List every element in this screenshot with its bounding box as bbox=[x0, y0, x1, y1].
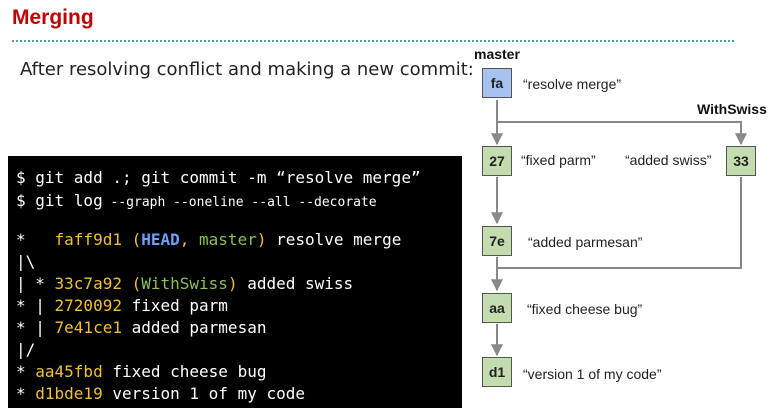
command-flags: --graph --oneline --all --decorate bbox=[102, 195, 377, 210]
ref-open: ( bbox=[121, 230, 142, 249]
slide-subtitle: After resolving conflict and making a ne… bbox=[20, 59, 474, 80]
commit-node-aa: aa bbox=[482, 293, 512, 323]
command-text: $ git log bbox=[16, 191, 103, 210]
commit-label-fa: “resolve merge” bbox=[523, 76, 622, 92]
log-graph: * bbox=[16, 230, 55, 249]
commit-message: added swiss bbox=[237, 274, 354, 293]
slide-title: Merging bbox=[12, 6, 94, 29]
log-graph: * | bbox=[16, 318, 55, 337]
commit-node-7e: 7e bbox=[482, 226, 512, 256]
log-line: * aa45fbd fixed cheese bug bbox=[16, 362, 266, 381]
commit-hash: 7e41ce1 bbox=[54, 318, 122, 337]
commit-message: added parmesan bbox=[121, 318, 267, 337]
ref-separator: , bbox=[179, 230, 200, 249]
terminal-window: $ git add .; git commit -m “resolve merg… bbox=[8, 156, 462, 408]
commit-message: version 1 of my code bbox=[102, 384, 305, 403]
commit-label-33: “added swiss” bbox=[625, 152, 712, 168]
log-line: * faff9d1 (HEAD, master) resolve merge bbox=[16, 230, 401, 249]
log-line: * | 2720092 fixed parm bbox=[16, 296, 228, 315]
commit-hash: aa45fbd bbox=[35, 362, 103, 381]
branch-label-withswiss: WithSwiss bbox=[697, 101, 767, 117]
edge-33-aa bbox=[497, 177, 742, 269]
commit-message: resolve merge bbox=[266, 230, 402, 249]
commit-node-d1: d1 bbox=[482, 357, 512, 387]
commit-hash: d1bde19 bbox=[35, 384, 103, 403]
ref-open: ( bbox=[121, 274, 142, 293]
ref-head: HEAD bbox=[141, 230, 180, 249]
command-text: $ git add .; git commit -m “resolve merg… bbox=[16, 168, 421, 187]
title-divider bbox=[12, 40, 734, 42]
log-graph: * bbox=[16, 362, 36, 381]
log-line: |/ bbox=[16, 340, 35, 359]
commit-label-d1: “version 1 of my code” bbox=[523, 366, 662, 382]
log-graph: | * bbox=[16, 274, 55, 293]
commit-hash: 2720092 bbox=[54, 296, 122, 315]
terminal-command-line: $ git log --graph --oneline --all --deco… bbox=[16, 191, 377, 210]
commit-hash: 33c7a92 bbox=[54, 274, 122, 293]
commit-message: fixed parm bbox=[121, 296, 228, 315]
commit-label-7e: “added parmesan” bbox=[528, 234, 643, 250]
commit-label-27: “fixed parm” bbox=[521, 152, 596, 168]
commit-node-fa: fa bbox=[482, 68, 512, 98]
ref-branch: WithSwiss bbox=[141, 274, 228, 293]
log-graph: * | bbox=[16, 296, 55, 315]
commit-node-27: 27 bbox=[482, 146, 512, 176]
ref-close: ) bbox=[227, 274, 238, 293]
commit-label-aa: “fixed cheese bug” bbox=[527, 301, 643, 317]
log-line: * | 7e41ce1 added parmesan bbox=[16, 318, 266, 337]
branch-label-master: master bbox=[474, 46, 520, 62]
commit-message: fixed cheese bug bbox=[102, 362, 267, 381]
ref-branch: master bbox=[199, 230, 257, 249]
log-line: |\ bbox=[16, 252, 35, 271]
log-line: * d1bde19 version 1 of my code bbox=[16, 384, 305, 403]
terminal-command-line: $ git add .; git commit -m “resolve merg… bbox=[16, 168, 421, 187]
log-graph: * bbox=[16, 384, 36, 403]
edge-fa-33 bbox=[497, 121, 747, 146]
log-graph: |/ bbox=[16, 340, 36, 359]
commit-hash: faff9d1 bbox=[54, 230, 122, 249]
log-line: | * 33c7a92 (WithSwiss) added swiss bbox=[16, 274, 353, 293]
log-graph: |\ bbox=[16, 252, 36, 271]
commit-node-33: 33 bbox=[726, 146, 756, 176]
ref-close: ) bbox=[256, 230, 267, 249]
